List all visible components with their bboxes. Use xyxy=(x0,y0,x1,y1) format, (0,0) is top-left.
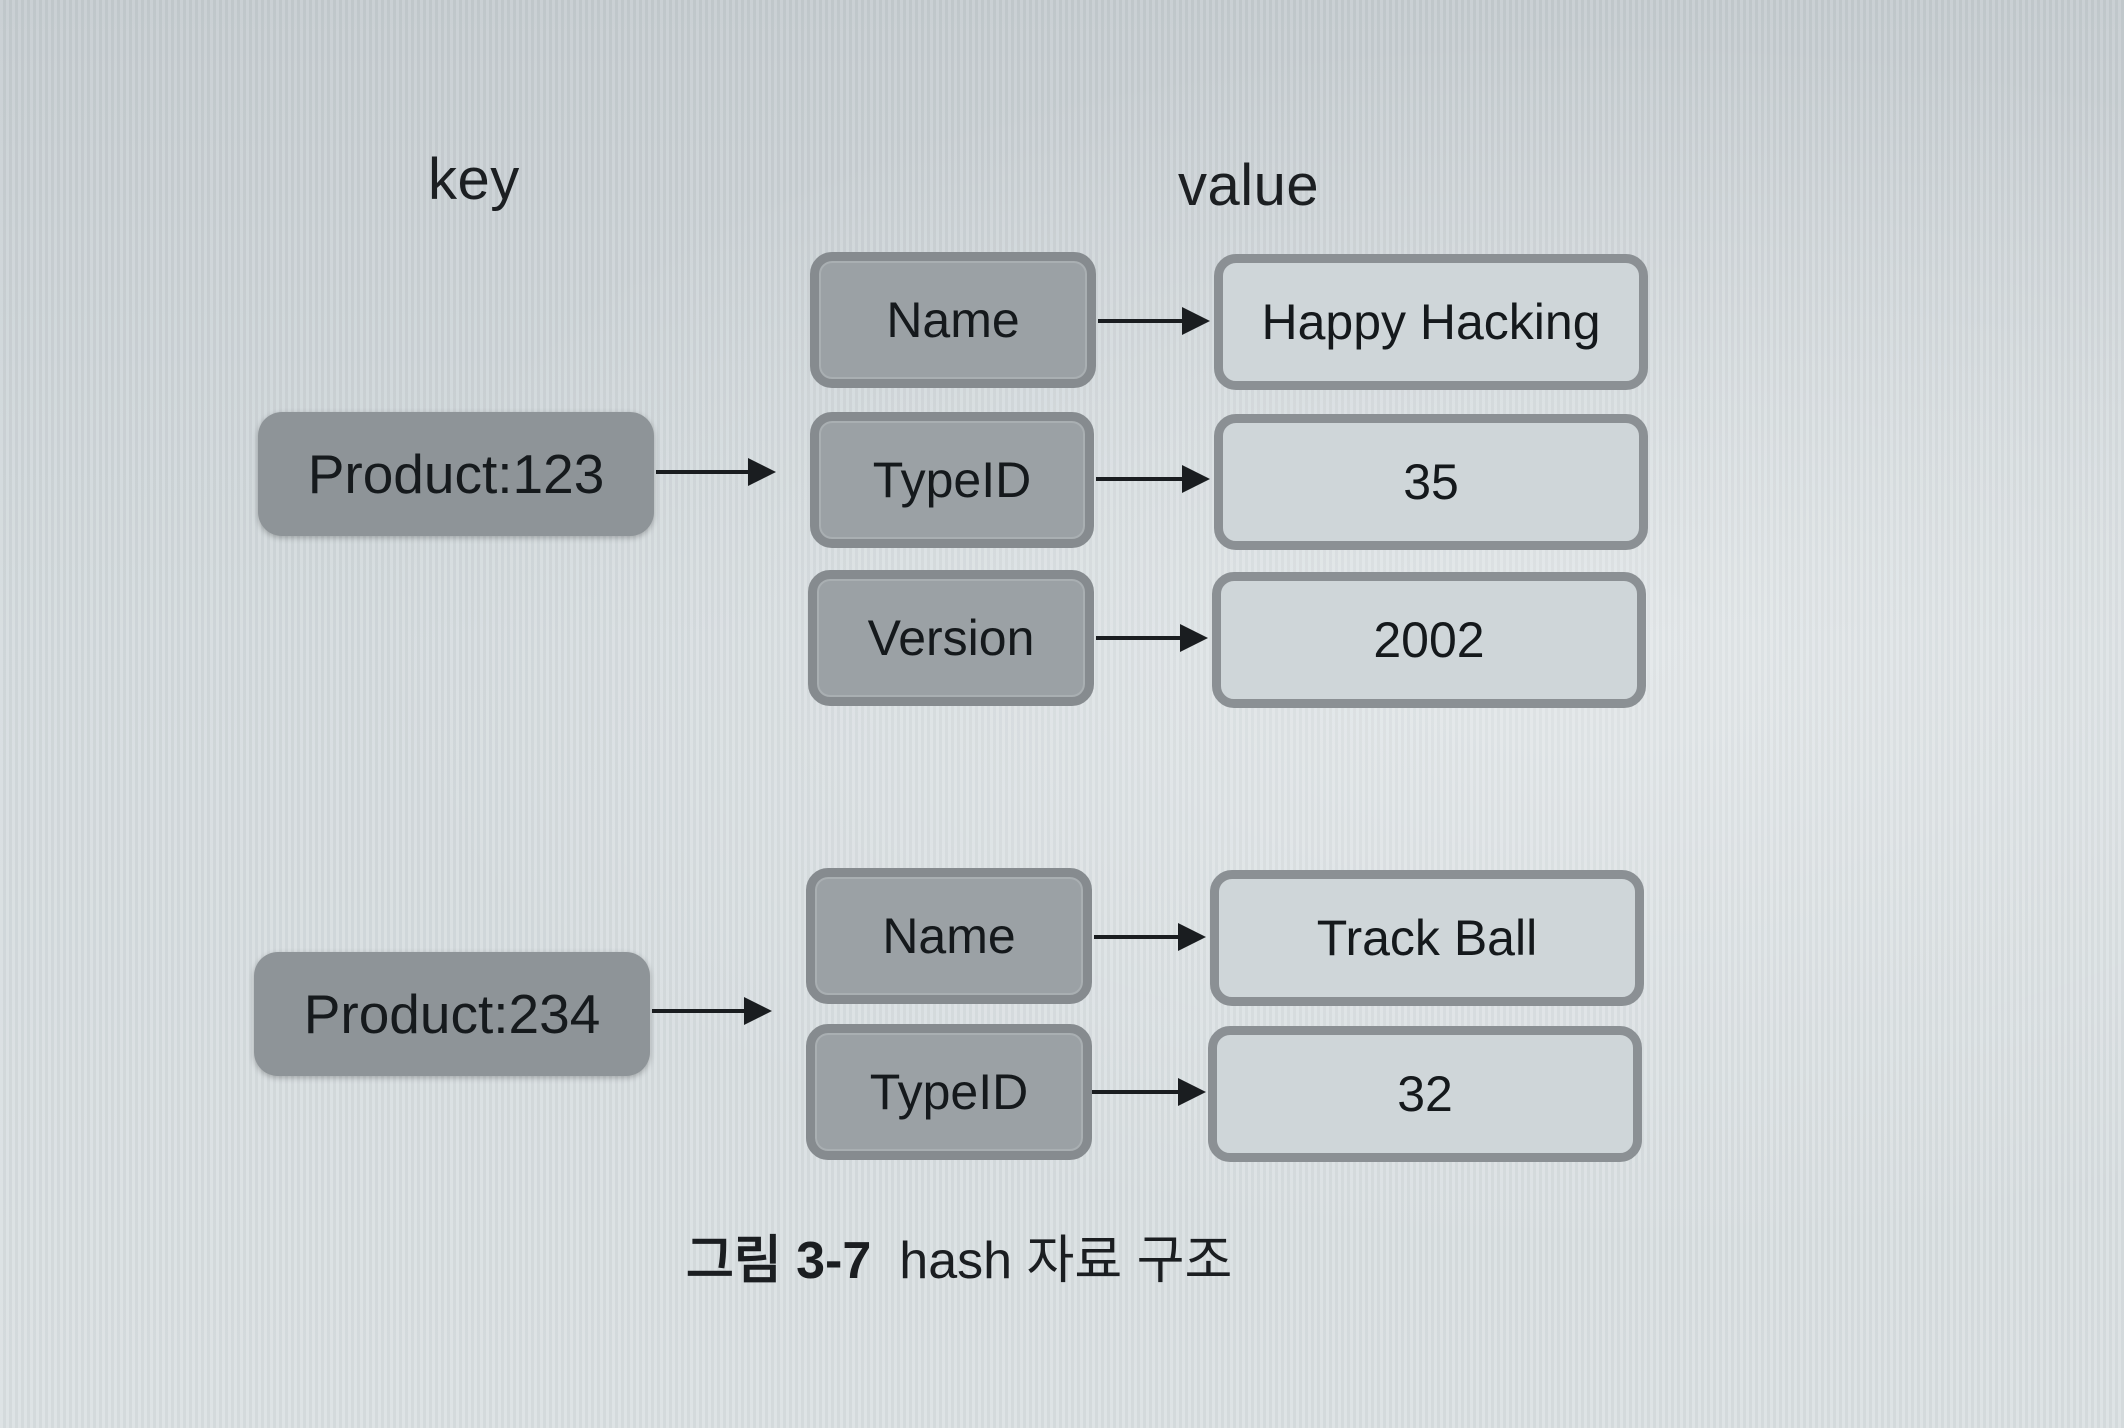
field-arrow-name-1 xyxy=(1098,307,1210,335)
field-box-name-2: Name xyxy=(806,868,1092,1004)
field-box-typeid-2: TypeID xyxy=(806,1024,1092,1160)
value-box-track-ball: Track Ball xyxy=(1210,870,1644,1006)
key-box-product-234: Product:234 xyxy=(254,952,650,1076)
figure-caption: 그림 3-7 hash 자료 구조 xyxy=(686,1218,1232,1293)
field-box-name-1: Name xyxy=(810,252,1096,388)
value-box-happy-hacking: Happy Hacking xyxy=(1214,254,1648,390)
field-box-version-1: Version xyxy=(808,570,1094,706)
field-arrow-name-2 xyxy=(1094,923,1206,951)
value-box-32: 32 xyxy=(1208,1026,1642,1162)
key-box-product-123: Product:123 xyxy=(258,412,654,536)
field-box-typeid-1: TypeID xyxy=(810,412,1094,548)
key-arrow-product-234 xyxy=(652,997,772,1025)
figure-caption-text: hash 자료 구조 xyxy=(899,1232,1233,1290)
value-column-header: value xyxy=(1178,153,1320,218)
key-arrow-product-123 xyxy=(656,458,776,486)
value-box-2002: 2002 xyxy=(1212,572,1646,708)
value-box-35: 35 xyxy=(1214,414,1648,550)
field-arrow-version-1 xyxy=(1096,624,1208,652)
figure-number: 그림 3-7 xyxy=(686,1232,872,1290)
field-arrow-typeid-1 xyxy=(1096,465,1210,493)
field-arrow-typeid-2 xyxy=(1092,1078,1206,1106)
key-column-header: key xyxy=(428,147,520,212)
